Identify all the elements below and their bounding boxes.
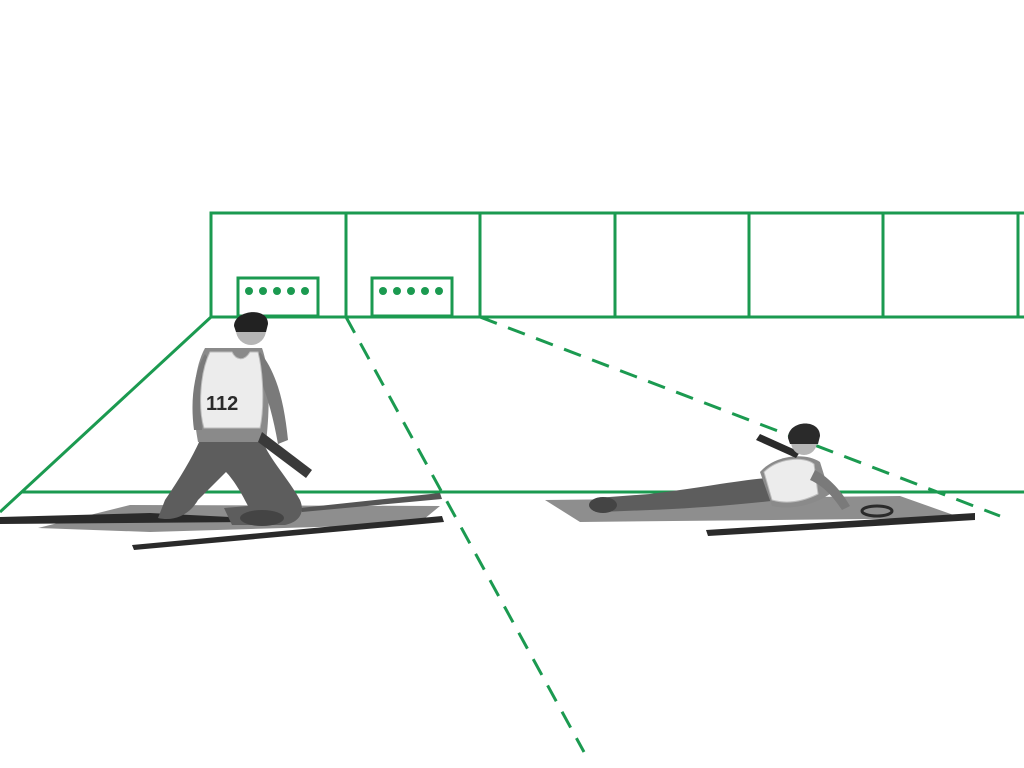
target-dot (259, 287, 267, 295)
range-floor (0, 315, 1024, 514)
kneeling-athlete: 112 (0, 312, 444, 550)
athlete-legs (158, 440, 302, 525)
bib-vest (763, 458, 819, 503)
athlete-legs (596, 478, 780, 512)
ski (706, 513, 975, 536)
ski (132, 516, 444, 550)
rifle (258, 432, 312, 478)
range-left-edge (0, 315, 213, 514)
prone-athlete (545, 423, 975, 536)
hat (788, 423, 820, 444)
target-plate-lane-1 (236, 276, 320, 318)
target-dot (287, 287, 295, 295)
backstop-frame (209, 211, 1024, 319)
athlete-arm (810, 470, 850, 510)
target-backstop (209, 211, 1024, 319)
bib-number: 112 (206, 393, 238, 415)
target-dot (245, 287, 253, 295)
target-plate-lane-2 (370, 276, 454, 318)
target-dot (435, 287, 443, 295)
sight-lines (344, 315, 1001, 753)
sight-line-lane-2 (479, 315, 1001, 518)
ski-boot (589, 497, 617, 513)
hat (234, 312, 268, 332)
bib-vest (200, 351, 264, 429)
ski-pole (300, 493, 442, 512)
athlete-arm (254, 352, 288, 444)
rifle (756, 434, 800, 458)
ski (0, 513, 250, 524)
target-dot (393, 287, 401, 295)
rifle-sling (860, 504, 894, 518)
sight-line-lane-1 (344, 316, 586, 753)
target-dot (407, 287, 415, 295)
target-dot (301, 287, 309, 295)
target-dot (379, 287, 387, 295)
target-dot (421, 287, 429, 295)
target-dot (273, 287, 281, 295)
ski-boot (240, 510, 284, 526)
